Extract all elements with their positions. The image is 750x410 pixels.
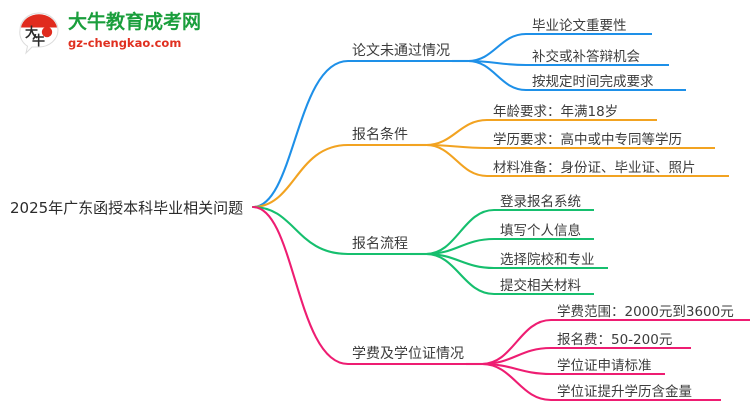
mindmap-leaf-node[interactable]: 填写个人信息 (500, 223, 581, 239)
mindmap-leaf-node[interactable]: 学费范围：2000元到3600元 (557, 304, 734, 320)
svg-text:大: 大 (25, 25, 38, 41)
logo-title: 大牛教育成考网 (68, 11, 202, 33)
mindmap-branch-node[interactable]: 报名流程 (352, 236, 408, 252)
mindmap-leaf-node[interactable]: 毕业论文重要性 (532, 18, 627, 34)
site-logo: 大 牛 大牛教育成考网 gz-chengkao.com (16, 8, 206, 60)
mindmap-leaf-node[interactable]: 报名费：50-200元 (557, 332, 673, 348)
mindmap-leaf-node[interactable]: 提交相关材料 (500, 278, 581, 294)
mindmap-leaf-node[interactable]: 选择院校和专业 (500, 252, 595, 268)
mindmap-leaf-node[interactable]: 登录报名系统 (500, 194, 581, 210)
mindmap-branch-node[interactable]: 学费及学位证情况 (352, 346, 464, 362)
mindmap-leaf-node[interactable]: 按规定时间完成要求 (532, 74, 654, 90)
speech-bubble-logo-icon: 大 牛 (16, 10, 62, 56)
mindmap-leaf-node[interactable]: 材料准备：身份证、毕业证、照片 (493, 160, 696, 176)
logo-text-block: 大牛教育成考网 gz-chengkao.com (68, 11, 208, 51)
mindmap-leaf-node[interactable]: 年龄要求：年满18岁 (493, 104, 619, 120)
mindmap-leaf-node[interactable]: 学位证申请标准 (557, 358, 652, 374)
mindmap-branch-node[interactable]: 论文未通过情况 (352, 43, 450, 59)
mindmap-leaf-node[interactable]: 学位证提升学历含金量 (557, 384, 692, 400)
mindmap-leaf-node[interactable]: 补交或补答辩机会 (532, 49, 640, 65)
logo-url: gz-chengkao.com (68, 36, 182, 50)
svg-text:牛: 牛 (32, 33, 45, 49)
mindmap-root-node[interactable]: 2025年广东函授本科毕业相关问题 (10, 199, 244, 217)
mindmap-branch-node[interactable]: 报名条件 (352, 127, 408, 143)
mindmap-leaf-node[interactable]: 学历要求：高中或中专同等学历 (493, 132, 682, 148)
